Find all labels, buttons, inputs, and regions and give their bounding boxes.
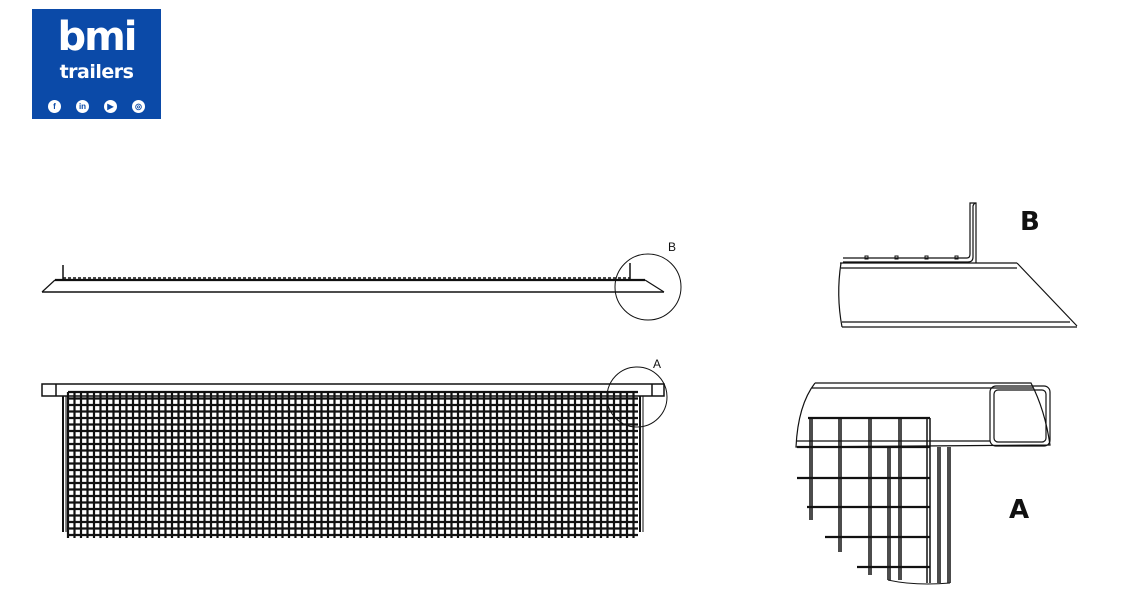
side-view <box>41 253 682 321</box>
linkedin-icon[interactable]: in <box>76 100 89 113</box>
detail-b-label: B <box>1020 207 1040 237</box>
front-view <box>41 366 668 538</box>
logo-subtitle: trailers <box>59 61 134 83</box>
bmi-trailers-logo: bmi trailers f in ▶ ◎ <box>32 9 161 119</box>
callout-b-label: B <box>668 240 677 254</box>
mesh-grid <box>66 390 638 538</box>
social-icons: f in ▶ ◎ <box>48 100 145 113</box>
instagram-icon[interactable]: ◎ <box>132 100 145 113</box>
detail-a <box>795 382 1051 585</box>
facebook-icon[interactable]: f <box>48 100 61 113</box>
callout-a-label: A <box>653 357 662 371</box>
detail-a-label: A <box>1009 495 1030 525</box>
youtube-icon[interactable]: ▶ <box>104 100 117 113</box>
logo-brand: bmi <box>57 14 137 60</box>
detail-b <box>838 202 1078 328</box>
